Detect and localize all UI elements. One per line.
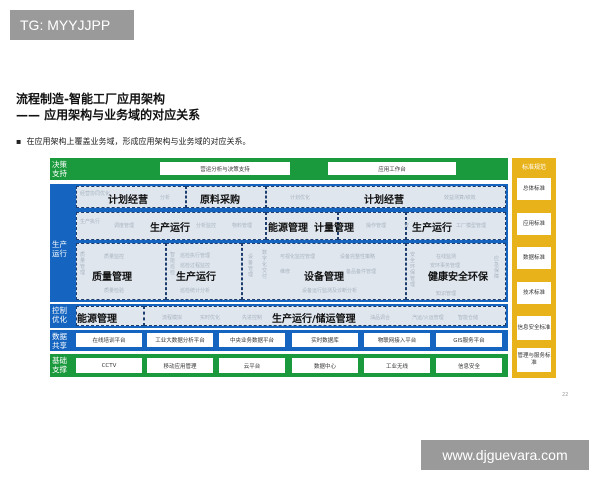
sub-function: 维修 xyxy=(280,269,291,275)
sub-function: 可视化监控管理 xyxy=(280,254,316,260)
data-share-box: 工业大数据分析平台 xyxy=(147,333,213,347)
standard-item: 总体标准 xyxy=(517,178,551,200)
page-title: 流程制造-智能工厂应用架构 xyxy=(16,92,165,106)
base-box: 数据中心 xyxy=(292,358,358,373)
domain-title: 质量管理 xyxy=(92,272,132,283)
sub-function-vertical: 安全环保管理 xyxy=(410,252,416,288)
sub-function: 分析 xyxy=(160,195,171,201)
page-number: 22 xyxy=(562,392,569,398)
domain-cell xyxy=(76,243,166,300)
domain-cell xyxy=(76,186,186,208)
domain-title: 设备管理 xyxy=(304,272,344,283)
domain-cell xyxy=(76,212,266,240)
sub-function: 实时优化 xyxy=(200,315,221,321)
base-box: 云平台 xyxy=(219,358,285,373)
sub-function: 汽运/火运管理 xyxy=(412,315,444,321)
domain-cell xyxy=(76,306,144,326)
sub-function: 备品备件管理 xyxy=(346,269,377,275)
sub-function: 智能仓储 xyxy=(458,315,479,321)
sub-function: 设备运行监测及诊断分析 xyxy=(302,288,358,294)
sub-function: 分析监控 xyxy=(196,223,217,229)
bullet-content: 在应用架构上覆盖业务域，形成应用架构与业务域的对应关系。 xyxy=(26,137,251,146)
domain-cell xyxy=(338,212,406,240)
domain-title: 生产运行 xyxy=(150,223,190,234)
data-share-box: 中央业务数据平台 xyxy=(219,333,285,347)
domain-title: 生产运行 xyxy=(176,272,216,283)
domain-cell xyxy=(406,212,506,240)
domain-title: 计划经营 xyxy=(364,195,404,206)
domain-title: 生产运行/储运管理 xyxy=(272,314,356,325)
domain-title: 能源管理 xyxy=(268,223,308,234)
standard-item: 数据标准 xyxy=(517,247,551,269)
sub-function: 生产执行 xyxy=(80,219,101,225)
base-box: 移动应用管理 xyxy=(147,358,213,373)
sub-function: 流程模拟 xyxy=(162,315,183,321)
sub-function-vertical: 应急保障 xyxy=(494,256,500,280)
domain-title: 计划经营 xyxy=(108,195,148,206)
sub-function: 计划优化 xyxy=(290,195,311,201)
base-label: 基础 支撑 xyxy=(52,356,67,374)
data-share-box: GIS服务平台 xyxy=(436,333,502,347)
sub-function: 巡检过程监控 xyxy=(180,263,211,269)
sub-function: 巡检执行管理 xyxy=(180,253,211,259)
data-share-box: 实时数据库 xyxy=(292,333,358,347)
sub-function-vertical: 设备管理 xyxy=(248,254,254,278)
standard-item: 技术标准 xyxy=(517,282,551,304)
sub-function: 物料管理 xyxy=(232,223,253,229)
base-box: CCTV xyxy=(76,358,142,373)
base-box: 信息安全 xyxy=(436,358,502,373)
sub-function: 油品调合 xyxy=(370,315,391,321)
decision-box: 营运分析与决策支持 xyxy=(160,162,290,175)
domain-cell xyxy=(266,212,338,240)
sub-function: 安环事务管理 xyxy=(430,263,461,269)
sub-function-vertical: 数字化交付 xyxy=(262,250,268,280)
standard-item: 应用标准 xyxy=(517,213,551,235)
standard-item: 管理与服务标准 xyxy=(517,348,551,372)
data-share-box: 在线培训平台 xyxy=(76,333,142,347)
sub-function: 效益测算/绩效 xyxy=(444,195,476,201)
sub-function: 安 xyxy=(404,223,410,229)
base-box: 工业无线 xyxy=(364,358,430,373)
sub-function: 设备完整性策略 xyxy=(340,254,376,260)
decision-box: 应用工作台 xyxy=(328,162,456,175)
tag-label: TG: MYYJJPP xyxy=(10,10,134,40)
sub-function: 质量监控 xyxy=(104,254,125,260)
domain-title: 计量管理 xyxy=(314,223,354,234)
control-label: 控制 优化 xyxy=(52,306,67,324)
page-subtitle: —— 应用架构与业务域的对应关系 xyxy=(16,108,201,122)
standards-title: 标准规范 xyxy=(521,164,546,171)
sub-function-vertical: 质量管理 xyxy=(80,252,86,276)
watermark: www.djguevara.com xyxy=(421,440,589,470)
domain-cell xyxy=(266,186,506,208)
sub-function: 先进控制 xyxy=(242,315,263,321)
standard-item: 信息安全标准 xyxy=(517,316,551,340)
domain-cell xyxy=(144,306,506,326)
sub-function: 调度管理 xyxy=(114,223,135,229)
sub-function: 经营协同优化 xyxy=(80,191,111,197)
domain-cell xyxy=(166,243,242,300)
domain-cell xyxy=(242,243,406,300)
domain-cell xyxy=(186,186,266,208)
data-share-box: 物联网接入平台 xyxy=(364,333,430,347)
sub-function: 在线监测 xyxy=(436,254,457,260)
sub-function: 知识管理 xyxy=(436,291,457,297)
bullet-text: ▪ 在应用架构上覆盖业务域，形成应用架构与业务域的对应关系。 xyxy=(16,137,251,146)
domain-title: 能源管理 xyxy=(77,314,117,325)
domain-title: 健康安全环保 xyxy=(428,272,488,283)
production-label: 生产 运行 xyxy=(52,240,67,258)
sub-function: 巡检统计分析 xyxy=(180,288,211,294)
decision-label: 决策 支持 xyxy=(52,160,67,178)
sub-function: 操作管理 xyxy=(366,223,387,229)
data_share-label: 数据 共享 xyxy=(52,332,67,350)
sub-function-vertical: 智能巡检 xyxy=(170,252,176,276)
sub-function: 质量检验 xyxy=(104,288,125,294)
domain-cell xyxy=(406,243,506,300)
sub-function: 工厂模型管理 xyxy=(456,223,487,229)
domain-title: 生产运行 xyxy=(412,223,452,234)
domain-title: 原料采购 xyxy=(200,195,240,206)
